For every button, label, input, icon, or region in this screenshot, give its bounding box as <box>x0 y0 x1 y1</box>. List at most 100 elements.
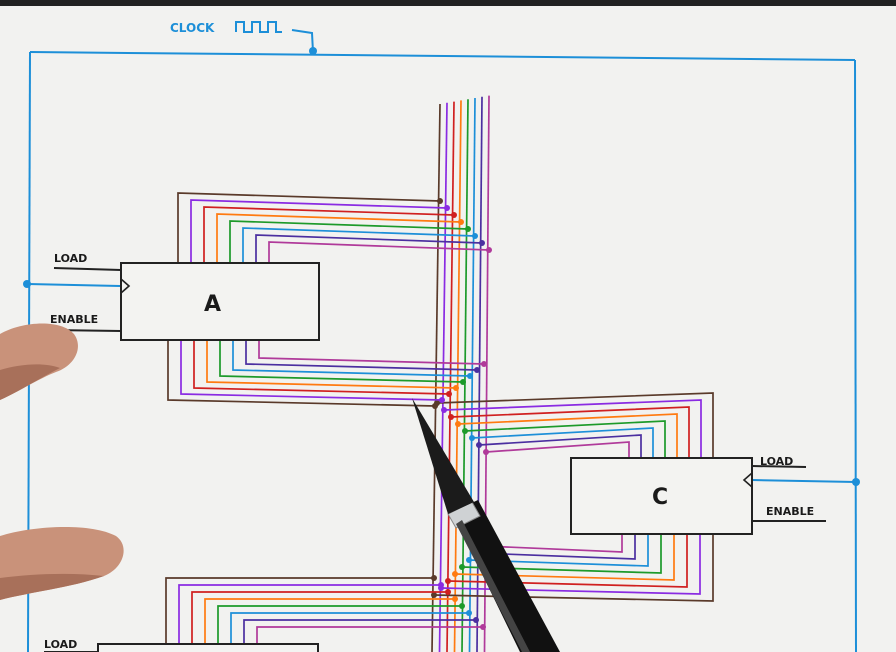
register-b-input-wire <box>230 612 469 652</box>
hand <box>0 323 124 600</box>
register-a-input-wire <box>190 199 448 262</box>
register-a-output-tap <box>453 385 459 391</box>
register-a-input-wire <box>242 227 476 262</box>
register-a-output-wire <box>258 341 485 365</box>
register-b-input-tap <box>452 596 458 602</box>
register-a-input-wire <box>177 192 441 262</box>
clock-junction-left <box>23 280 31 288</box>
register-c-input-wire <box>457 413 678 458</box>
register-a-clock-triangle <box>120 278 131 294</box>
register-c-input-wire <box>478 434 642 458</box>
register-c-input-wire <box>485 441 630 458</box>
clock-to-a <box>27 283 121 287</box>
register-a-output-tap <box>481 361 487 367</box>
register-a-output-tap <box>474 367 480 373</box>
register-c-input-tap <box>469 435 475 441</box>
register-a-output-wire <box>219 341 464 383</box>
register-a-input-tap <box>451 212 457 218</box>
register-a-input-tap <box>458 219 464 225</box>
clock-label: CLOCK <box>170 21 215 35</box>
register-c-output-wire <box>447 535 688 588</box>
register-a-input-tap <box>444 205 450 211</box>
bus-wire <box>446 101 455 652</box>
register-a-load-label: LOAD <box>54 252 87 265</box>
pen-barrel <box>452 500 560 652</box>
register-a-input-wire <box>268 241 490 262</box>
clock-to-c <box>751 479 857 483</box>
register-c-input-tap <box>462 428 468 434</box>
bus-wire <box>431 103 441 652</box>
clock-line-top <box>29 51 856 61</box>
register-a-input-wire <box>229 220 469 262</box>
register-a-input-tap <box>472 233 478 239</box>
register-c: C LOAD ENABLE <box>570 455 826 535</box>
clock-junction <box>309 47 317 55</box>
register-c-output-wire <box>475 535 636 560</box>
register-c-load-label: LOAD <box>760 455 793 468</box>
register-b-input-wire <box>178 584 441 652</box>
clock-junction-right <box>852 478 860 486</box>
register-b-input-tap <box>438 582 444 588</box>
register-c-input-tap <box>441 407 447 413</box>
register-c-output-tap <box>459 564 465 570</box>
register-c-input-tap <box>476 442 482 448</box>
register-b-input-tap <box>480 624 486 630</box>
register-b-input-tap <box>445 589 451 595</box>
register-b-input-wire <box>165 577 434 652</box>
pen-cone <box>412 398 474 514</box>
register-c-output-wire <box>482 535 623 553</box>
top-shadow <box>0 0 896 6</box>
register-c-output-tap <box>452 571 458 577</box>
register-b: LOAD <box>44 638 319 652</box>
register-c-box <box>570 457 753 535</box>
register-a-input-tap <box>486 247 492 253</box>
register-c-input-tap <box>483 449 489 455</box>
register-c-input-wire <box>443 399 702 458</box>
register-a-input-wire <box>203 206 455 262</box>
register-c-input-wire <box>471 427 654 458</box>
register-c-input-tap <box>455 421 461 427</box>
pen-highlight <box>456 520 530 652</box>
clock-line-right <box>854 59 857 652</box>
register-a-input-tap <box>479 240 485 246</box>
clock-wave-icon <box>235 21 282 33</box>
register-a-output-tap <box>467 373 473 379</box>
register-a: A LOAD ENABLE <box>49 252 320 341</box>
register-b-load-label: LOAD <box>44 638 77 651</box>
register-c-input-wire <box>464 420 666 458</box>
clock-drop <box>291 29 314 53</box>
register-a-enable-label: ENABLE <box>50 313 98 326</box>
register-a-output-wire <box>167 341 436 407</box>
register-b-input-wire <box>217 605 462 652</box>
register-a-output-tap <box>460 379 466 385</box>
register-a-input-tap <box>465 226 471 232</box>
register-c-name: C <box>652 485 668 510</box>
register-a-input-tap <box>437 198 443 204</box>
register-b-input-wire <box>191 591 448 652</box>
register-a-output-wire <box>232 341 471 377</box>
register-a-output-wire <box>180 341 443 401</box>
finger-lower-shade <box>0 573 104 600</box>
register-c-output-tap <box>466 557 472 563</box>
register-b-box <box>97 643 319 652</box>
register-c-enable-label: ENABLE <box>766 505 814 518</box>
pen <box>412 398 560 652</box>
register-a-output-wire <box>193 341 450 395</box>
register-a-output-wire <box>206 341 457 389</box>
register-c-input-tap <box>448 414 454 420</box>
register-c-output-wire <box>440 535 701 595</box>
register-c-output-tap <box>431 592 437 598</box>
register-a-input-wire <box>255 234 483 262</box>
bus-taps <box>165 192 714 652</box>
register-a-output-tap <box>439 397 445 403</box>
register-b-input-wire <box>204 598 455 652</box>
register-c-output-wire <box>468 535 649 567</box>
register-a-input-wire <box>216 213 462 262</box>
register-a-name: A <box>204 292 221 317</box>
bus-wire <box>438 102 448 652</box>
register-a-output-tap <box>446 391 452 397</box>
register-c-input-wire <box>436 392 714 458</box>
register-a-load-line <box>53 267 122 271</box>
